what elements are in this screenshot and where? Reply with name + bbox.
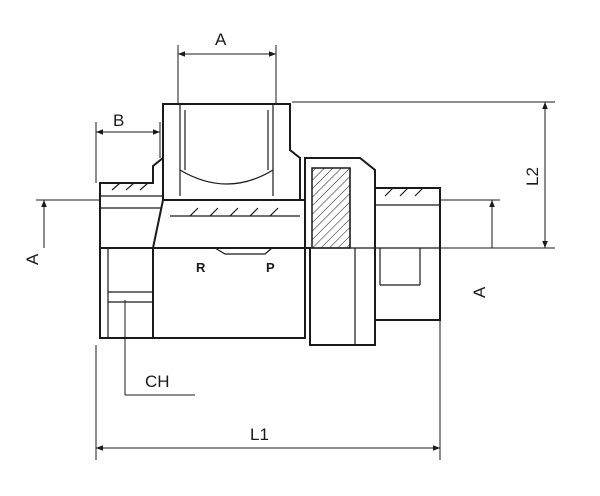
right-tail-piece [374, 187, 441, 321]
poppet-shape [214, 247, 273, 255]
dimension-a-right: A [440, 199, 500, 298]
dimension-ch-label: CH [145, 372, 170, 391]
left-thread-marks [111, 182, 149, 191]
dimension-a-left-label: A [23, 253, 42, 265]
lower-cylinder [152, 247, 306, 339]
dimension-a-right-label: A [470, 286, 489, 298]
dimension-a-top: A [177, 30, 277, 104]
dimension-b-label: B [113, 111, 124, 130]
fitting-body [99, 103, 441, 346]
dimension-a-top-label: A [215, 30, 227, 49]
dimension-l2-label: L2 [523, 167, 542, 186]
dimension-a-left: A [23, 199, 100, 265]
hatched-seal [311, 167, 351, 249]
port-r-label: R [196, 260, 206, 275]
dimension-b: B [95, 111, 161, 183]
dimension-l2: L2 [292, 101, 555, 249]
top-port-housing [162, 103, 301, 201]
dimension-ch: CH [124, 300, 195, 396]
port-p-label: P [266, 260, 275, 275]
top-port-bore [179, 104, 274, 196]
dimension-l1-label: L1 [250, 425, 269, 444]
dimension-l1: L1 [95, 320, 441, 460]
left-hex-nut [99, 155, 164, 249]
central-valve-body [151, 199, 306, 249]
center-thread-marks [189, 207, 279, 217]
